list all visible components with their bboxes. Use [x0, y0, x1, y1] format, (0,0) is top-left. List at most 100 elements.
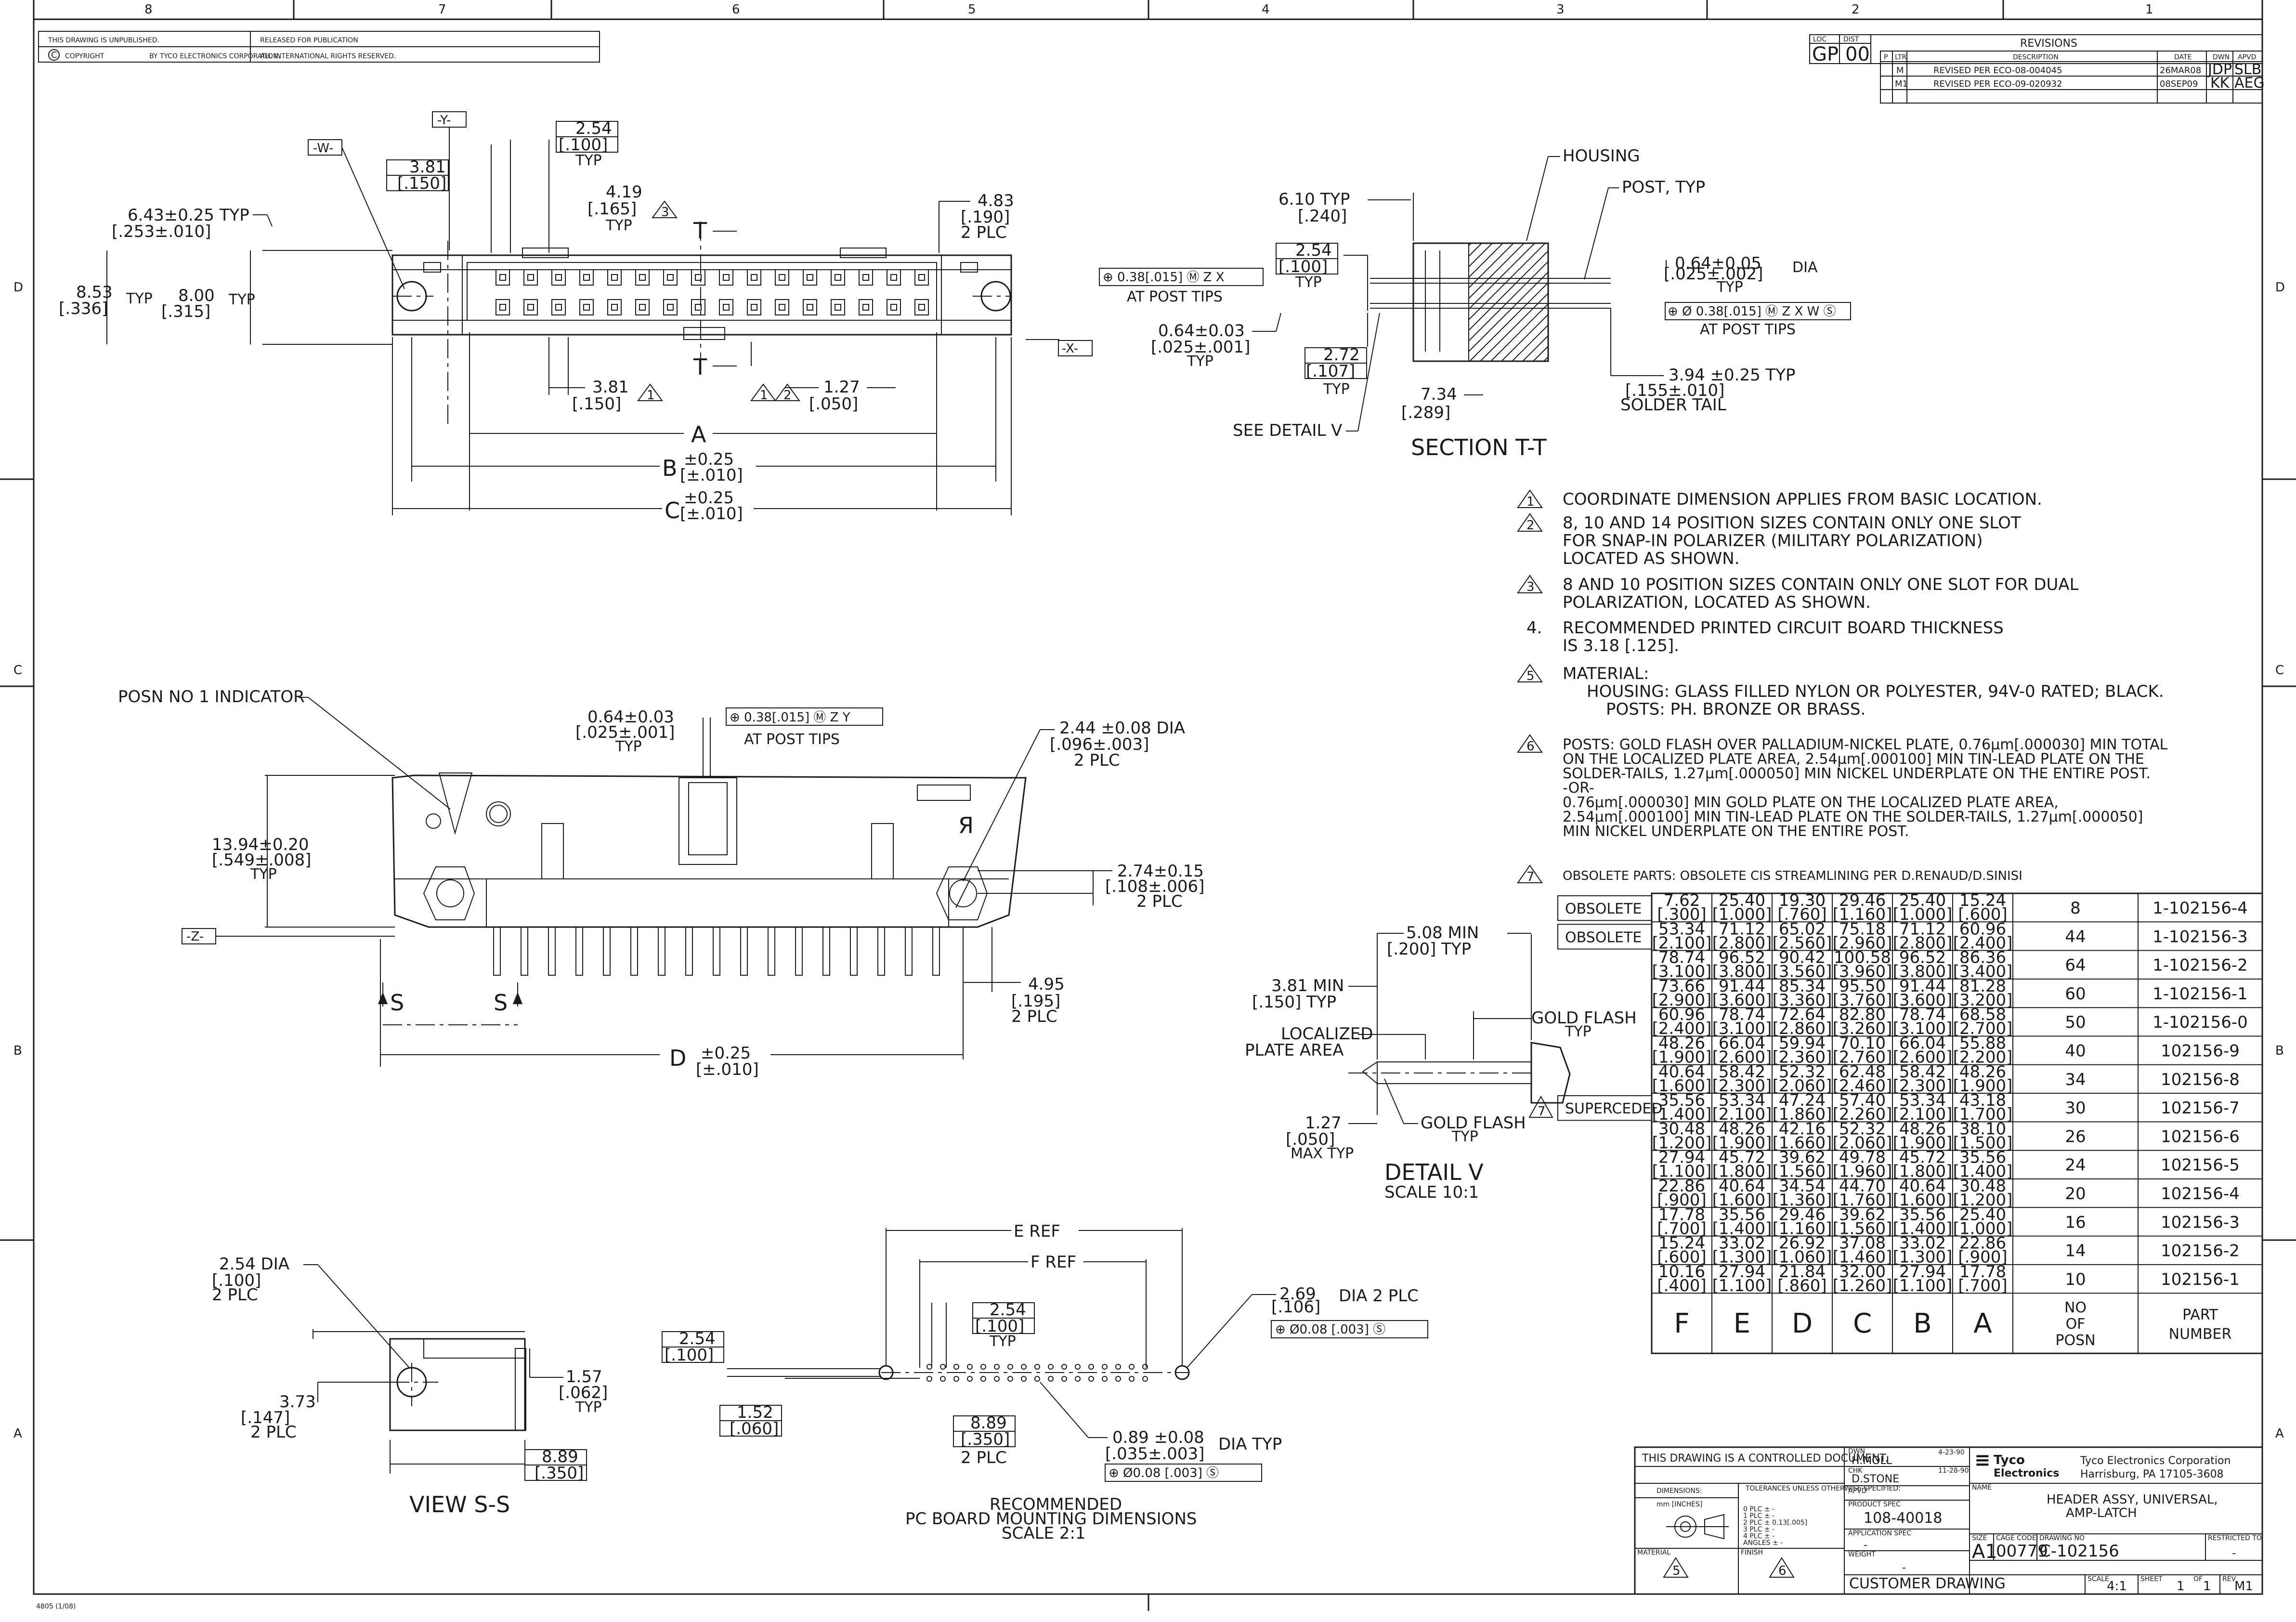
dim-7-34: 7.34 — [1421, 385, 1457, 404]
table-cell-mm: 70.10 — [1839, 1034, 1886, 1053]
table-cell-in: [.860] — [1777, 1276, 1826, 1295]
svg-text:[.315]: [.315] — [161, 302, 210, 321]
section-s-left: S — [390, 990, 404, 1016]
hatch-line — [1533, 346, 1549, 362]
table-cell-mm: 72.64 — [1779, 1005, 1826, 1024]
loc-label: LOC — [1813, 36, 1826, 43]
note-text: SOLDER-TAILS, 1.27μm[.000050] MIN NICKEL… — [1563, 765, 2151, 782]
svg-text:DWN: DWN — [2213, 53, 2230, 61]
rev-value: M1 — [2234, 1579, 2253, 1594]
table-cell-in: [1.900] — [1712, 1133, 1772, 1152]
svg-text:[.165]: [.165] — [587, 199, 637, 219]
svg-text:[.025±.002]: [.025±.002] — [1664, 264, 1763, 284]
hatch-line — [1468, 243, 1535, 310]
hatch-line — [1468, 243, 1493, 267]
solder-tail — [575, 927, 583, 976]
view-ss-title: VIEW S-S — [409, 1491, 510, 1517]
rev-row-2-date: 08SEP09 — [2160, 79, 2198, 89]
table-cell-in: [1.000] — [1712, 905, 1772, 924]
table-cell-mm: 81.28 — [1959, 977, 2006, 996]
svg-text:[.350]: [.350] — [535, 1464, 584, 1483]
contact-cell — [691, 299, 705, 315]
solder-tail — [768, 927, 775, 976]
section-s-right: S — [494, 990, 508, 1016]
note-text: COORDINATE DIMENSION APPLIES FROM BASIC … — [1563, 490, 2042, 509]
table-cell-mm: 22.86 — [1658, 1177, 1705, 1196]
table-cell-mm: 57.40 — [1839, 1091, 1886, 1110]
svg-text:[.096±.003]: [.096±.003] — [1050, 735, 1149, 754]
section-tt: HOUSING POST, TYP 6.10 TYP [.240] 2.54 [… — [1099, 146, 1851, 460]
pcb-hole — [1007, 1376, 1013, 1382]
table-cell-in: [2.960] — [1833, 933, 1892, 953]
contact-post — [807, 304, 813, 311]
note-text: RECOMMENDED PRINTED CIRCUIT BOARD THICKN… — [1563, 618, 2004, 638]
customer-drawing: CUSTOMER DRAWING — [1849, 1575, 2006, 1592]
table-cell-in: [2.400] — [1953, 933, 2013, 953]
svg-text:PLATE AREA: PLATE AREA — [1245, 1041, 1344, 1060]
svg-text:MATERIAL: MATERIAL — [1637, 1549, 1670, 1557]
dim-2-44: 2.44 ±0.08 DIA — [1059, 719, 1185, 738]
datum-z: -Z- — [186, 929, 204, 944]
hatch-line — [1468, 243, 1514, 288]
pcb-hole — [940, 1376, 946, 1382]
svg-text:APVD: APVD — [2238, 53, 2256, 61]
svg-text:[.155±.010]: [.155±.010] — [1625, 381, 1724, 400]
company-address: Harrisburg, PA 17105-3608 — [2080, 1468, 2224, 1480]
note-text: 2.54μm[.000100] MIN TIN-LEAD PLATE ON TH… — [1563, 809, 2143, 825]
pcb-title-2: PC BOARD MOUNTING DIMENSIONS — [905, 1509, 1197, 1529]
hatch-line — [1468, 243, 1546, 320]
table-cell-posn: 14 — [2065, 1242, 2086, 1261]
svg-text:±0.25: ±0.25 — [701, 1044, 751, 1063]
rev-row-1-date: 26MAR08 — [2160, 65, 2201, 76]
table-cell-in: [2.360] — [1773, 1048, 1832, 1067]
dim-8-89-ss: 8.89 — [542, 1447, 578, 1466]
table-cell-mm: 47.24 — [1779, 1091, 1826, 1110]
hatch-line — [1468, 261, 1549, 341]
svg-text:[.050]: [.050] — [809, 394, 858, 414]
housing-label: HOUSING — [1563, 146, 1640, 166]
table-cell-mm: 52.32 — [1779, 1062, 1826, 1082]
dim-5-08: 5.08 MIN — [1406, 923, 1479, 942]
table-cell-in: [.900] — [1657, 1190, 1706, 1210]
table-cell-in: [2.860] — [1773, 1019, 1832, 1038]
revision-block: LOC DIST GP 00 REVISIONS P LTR DESCRIPTI… — [1809, 34, 2265, 104]
status-label: SUPERCEDED — [1565, 1100, 1662, 1117]
dim-3-81-detail: 3.81 MIN — [1271, 976, 1344, 995]
contact-post — [527, 274, 534, 281]
svg-text:[.100]: [.100] — [665, 1346, 714, 1365]
table-cell-mm: 100.58 — [1834, 948, 1891, 968]
contact-post — [555, 304, 562, 311]
table-cell-in: [.300] — [1657, 905, 1706, 924]
table-cell-mm: 40.64 — [1899, 1177, 1946, 1196]
rev-row-1-apvd: SLB — [2234, 61, 2261, 78]
table-cell-posn: 20 — [2065, 1184, 2086, 1203]
table-cell-in: [1.760] — [1833, 1190, 1892, 1210]
table-cell-mm: 68.58 — [1959, 1005, 2006, 1024]
contact-cell — [551, 299, 566, 315]
note-flag-number: 5 — [1526, 669, 1535, 683]
rev-row-2-apvd: AEG — [2234, 75, 2265, 92]
table-cell-in: [3.400] — [1953, 962, 2013, 981]
table-cell-in: [3.800] — [1712, 962, 1772, 981]
note-text: IS 3.18 [.125]. — [1563, 636, 1679, 655]
contact-cell — [747, 269, 761, 286]
table-cell-in: [3.800] — [1893, 962, 1953, 981]
table-cell-in: [2.800] — [1893, 933, 1953, 953]
table-cell-in: [1.900] — [1652, 1048, 1712, 1067]
unpublished-text: THIS DRAWING IS UNPUBLISHED. — [48, 37, 159, 44]
note-text: HOUSING: GLASS FILLED NYLON OR POLYESTER… — [1587, 682, 2164, 701]
table-cell-mm: 29.46 — [1839, 891, 1886, 910]
note-2-flag: 2 — [783, 388, 792, 403]
material-note: 5 — [1672, 1564, 1681, 1578]
note-flag-number: 2 — [1526, 518, 1535, 533]
table-cell-in: [.900] — [1958, 1248, 2007, 1267]
table-cell-mm: 48.26 — [1899, 1119, 1946, 1138]
note-flag-number: 3 — [1526, 580, 1535, 594]
pcb-hole-grid — [926, 1364, 1148, 1382]
contact-cell — [607, 299, 622, 315]
contact-cell — [859, 299, 873, 315]
table-cell-in: [3.600] — [1893, 991, 1953, 1010]
svg-text:[±.010]: [±.010] — [680, 504, 743, 523]
table-cell-mm: 96.52 — [1719, 948, 1765, 968]
table-cell-mm: 78.74 — [1658, 948, 1705, 968]
